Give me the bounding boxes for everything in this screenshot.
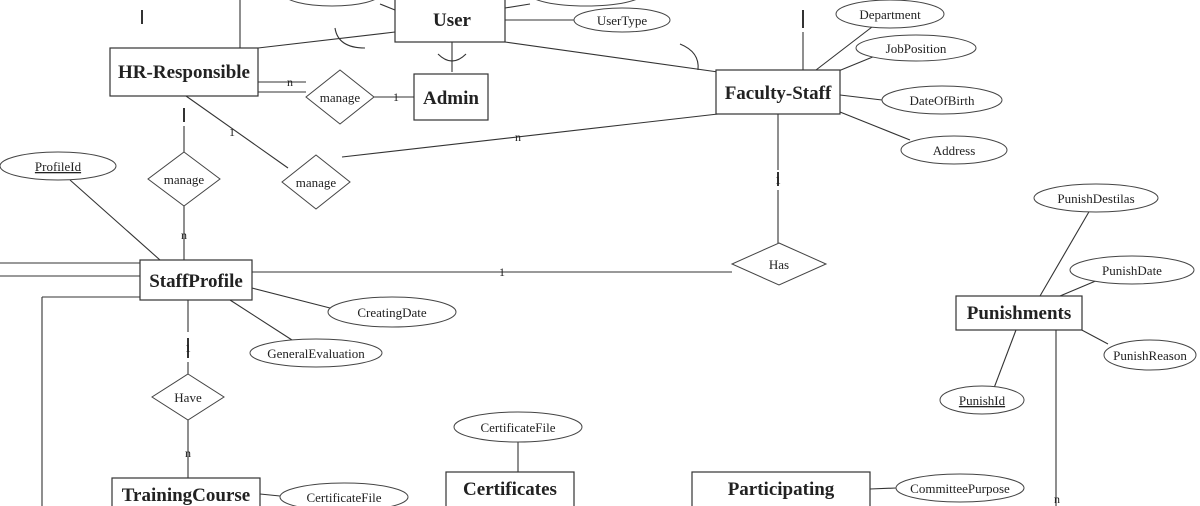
cardinality-profile-has: 1 — [499, 265, 505, 279]
svg-text:JobPosition: JobPosition — [886, 41, 947, 56]
entity-punishments: Punishments — [955, 295, 1083, 331]
cardinality-faculty-has: 1 — [775, 173, 781, 187]
svg-text:Have: Have — [174, 390, 202, 405]
attribute-date-of-birth: DateOfBirth — [881, 85, 1003, 115]
entity-admin-label: Admin — [423, 88, 479, 109]
cardinality-admin-manage: 1 — [393, 90, 399, 104]
attribute-punish-id: PunishId — [939, 385, 1025, 415]
attribute-profile-id: ProfileId — [0, 151, 117, 181]
entity-faculty-staff: Faculty-Staff — [715, 69, 841, 115]
cardinality-profile-have: 1 — [185, 341, 191, 355]
svg-text:CertificateFile: CertificateFile — [480, 420, 555, 435]
entity-training-course-label: TrainingCourse — [122, 485, 250, 506]
entity-admin: Admin — [413, 73, 489, 121]
svg-text:Department: Department — [859, 7, 921, 22]
entity-participating-label: Participating — [728, 479, 835, 500]
attribute-address: Address — [900, 135, 1008, 165]
entity-training-course: TrainingCourse — [111, 477, 261, 506]
attribute-punish-date: PunishDate — [1069, 255, 1195, 285]
relationship-manage-faculty: manage — [281, 154, 351, 210]
svg-text:PunishDestilas: PunishDestilas — [1057, 191, 1134, 206]
relationship-has: Has — [730, 242, 828, 286]
svg-text:Address: Address — [933, 143, 976, 158]
attribute-job-position: JobPosition — [855, 34, 977, 62]
entity-punishments-label: Punishments — [967, 303, 1072, 324]
entity-certificates: Certificates — [445, 471, 575, 506]
attribute-certificate-file-course: CertificateFile — [279, 482, 409, 506]
attribute-user-type: UserType — [573, 7, 671, 33]
entity-user: User — [394, 0, 506, 43]
svg-text:PunishDate: PunishDate — [1102, 263, 1162, 278]
relationship-have: Have — [151, 373, 225, 421]
svg-text:manage: manage — [296, 175, 337, 190]
attribute-partial-left — [289, 0, 375, 7]
entity-hr-responsible: HR-Responsible — [109, 47, 259, 97]
attribute-committee-purpose: CommitteePurpose — [895, 473, 1025, 503]
svg-text:PunishId: PunishId — [959, 393, 1006, 408]
entity-faculty-staff-label: Faculty-Staff — [725, 83, 832, 104]
relationship-manage-admin: manage — [305, 69, 375, 125]
svg-text:ProfileId: ProfileId — [35, 159, 82, 174]
svg-text:CertificateFile: CertificateFile — [306, 490, 381, 505]
attribute-punish-details: PunishDestilas — [1033, 183, 1159, 213]
cardinality-hr-manage-faculty: 1 — [229, 125, 235, 139]
svg-text:manage: manage — [320, 90, 361, 105]
cardinality-manage-profile: n — [181, 228, 187, 242]
attribute-certificate-file-cert: CertificateFile — [453, 411, 583, 443]
entity-staff-profile-label: StaffProfile — [149, 271, 243, 292]
attribute-punish-reason: PunishReason — [1103, 339, 1197, 371]
cardinality-faculty-manage: n — [515, 130, 521, 144]
svg-text:PunishReason: PunishReason — [1113, 348, 1187, 363]
attribute-general-evaluation: GeneralEvaluation — [249, 338, 383, 368]
svg-text:CommitteePurpose: CommitteePurpose — [910, 481, 1010, 496]
cardinality-hr-manage-admin: n — [287, 75, 293, 89]
entity-certificates-label: Certificates — [463, 479, 557, 500]
entity-staff-profile: StaffProfile — [139, 259, 253, 301]
attribute-partial-right — [536, 0, 636, 7]
cardinality-labels: n 1 1 n n 1 1 1 n n — [181, 75, 1060, 506]
entity-hr-responsible-label: HR-Responsible — [118, 62, 250, 83]
entity-participating: Participating — [691, 471, 871, 506]
svg-text:DateOfBirth: DateOfBirth — [910, 93, 975, 108]
connectors — [0, 0, 1109, 506]
cardinality-have-course: n — [185, 446, 191, 460]
attribute-department: Department — [835, 0, 945, 29]
svg-text:Has: Has — [769, 257, 789, 272]
svg-text:UserType: UserType — [597, 13, 648, 28]
cardinality-punishments: n — [1054, 492, 1060, 506]
entity-user-label: User — [433, 10, 472, 31]
svg-text:GeneralEvaluation: GeneralEvaluation — [267, 346, 365, 361]
relationship-manage-profile: manage — [147, 151, 221, 207]
attribute-creating-date: CreatingDate — [327, 296, 457, 328]
svg-text:CreatingDate: CreatingDate — [357, 305, 427, 320]
svg-text:manage: manage — [164, 172, 205, 187]
